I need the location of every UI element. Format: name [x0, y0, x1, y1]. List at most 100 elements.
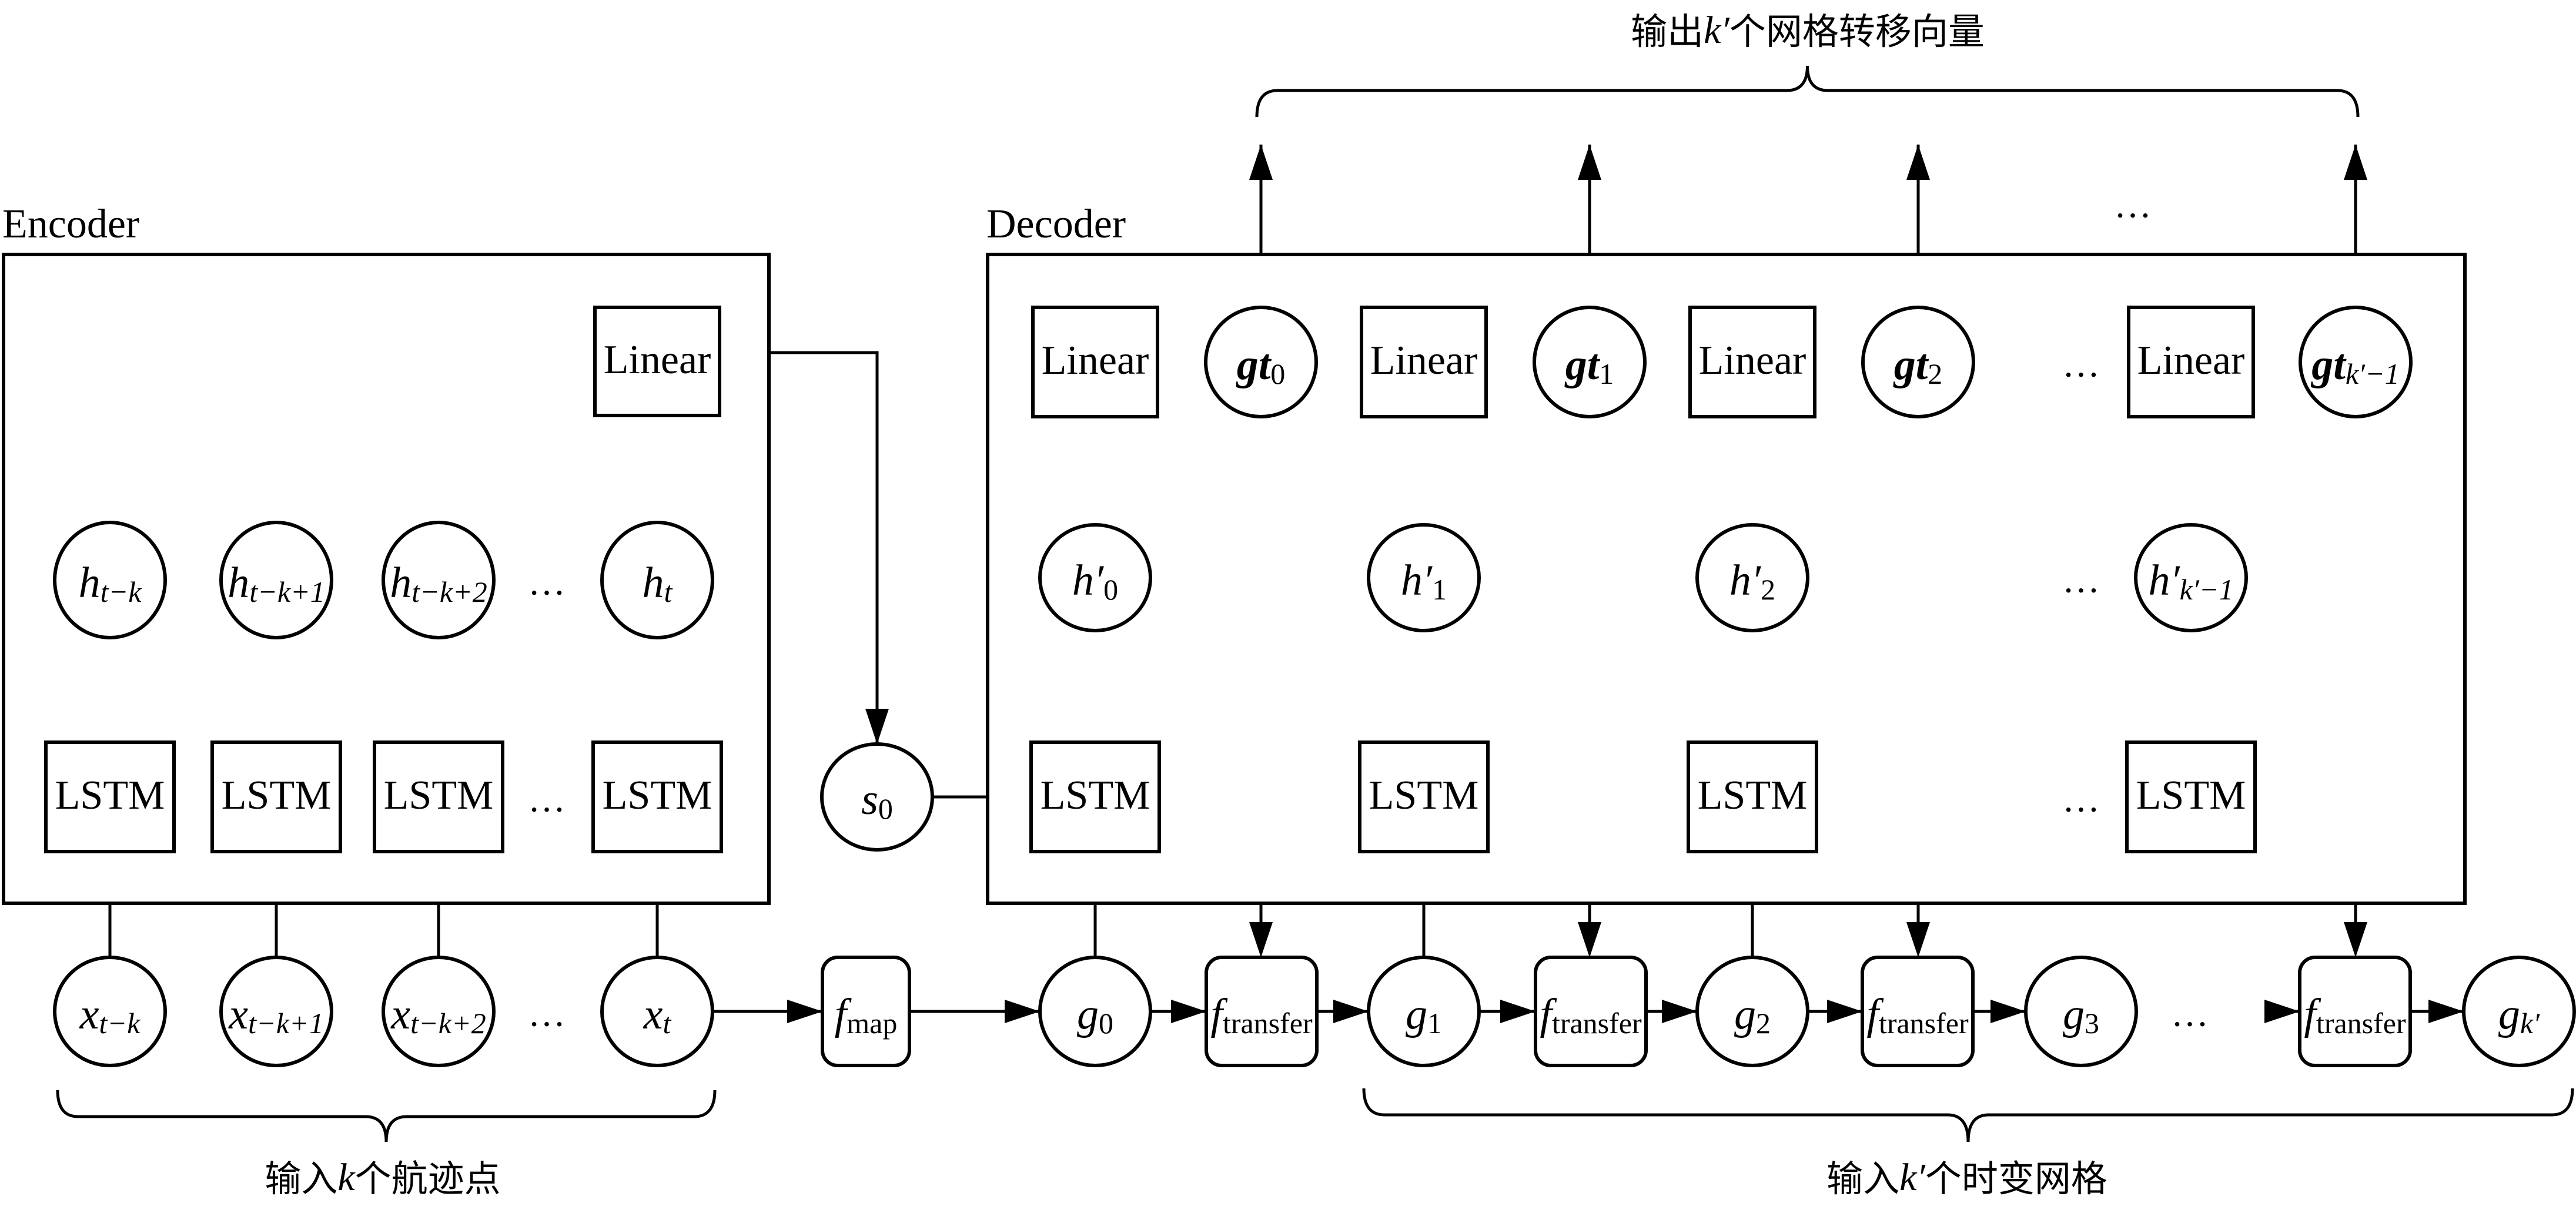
decoder-hidden-label-base: h′ — [1401, 557, 1433, 605]
encoder-hidden-label-subscript: t−k+1 — [249, 575, 325, 608]
gt-output-arrow-head-icon — [1249, 145, 1273, 180]
gt-label-subscript: k′−1 — [2346, 357, 2400, 390]
encoder-lstm-label: LSTM — [384, 773, 494, 818]
node-layer — [2, 253, 2576, 1067]
decoder-lstm-label: LSTM — [1369, 773, 1479, 818]
encoder-input-label-base: x — [228, 990, 248, 1038]
decoder-hidden-node — [1038, 523, 1152, 632]
gt-label: gt1 — [1564, 341, 1614, 390]
decoder-title: Decoder — [986, 202, 1126, 247]
grid-label: g3 — [2063, 990, 2099, 1040]
encoder-input-label-subscript: t−k — [99, 1007, 141, 1040]
decoder-hidden-node — [1367, 523, 1481, 632]
encoder-lstm-cell — [373, 740, 504, 853]
encoder-input-label: xt−k+1 — [228, 990, 323, 1040]
decoder-linear-box — [1031, 306, 1159, 418]
encoder-input-label-subscript: t — [663, 1007, 671, 1040]
grid-node — [2024, 956, 2138, 1067]
decoder-hidden-label-subscript: 1 — [1432, 573, 1447, 606]
decoder-hidden-ellipsis: … — [2062, 559, 2100, 601]
decoder-hidden-label-base: h′ — [2148, 557, 2180, 605]
encoder-lstm-cell — [591, 740, 723, 853]
encoder-hidden-label-base: h — [390, 559, 412, 607]
grid-label-base: g — [2498, 990, 2520, 1038]
fmap-to-g0-arrow-head-icon — [1005, 1000, 1040, 1023]
decoder-linear-box — [2127, 306, 2255, 418]
input-points-caption-suffix: 个航迹点 — [355, 1157, 501, 1200]
grid-label-subscript: 3 — [2085, 1007, 2099, 1040]
encoder-hidden-label-base: h — [228, 559, 249, 607]
gt-label-subscript: 1 — [1599, 357, 1614, 390]
last-transfer-to-gk-arrow-head-icon — [2428, 1000, 2464, 1023]
decoder-linear-label: Linear — [1042, 338, 1149, 383]
input-grids-caption-variable: k′ — [1899, 1156, 1926, 1199]
grid-label-subscript: k′ — [2520, 1007, 2540, 1040]
gt-label-subscript: 0 — [1270, 357, 1285, 390]
gt-to-transfer-head-icon — [2344, 922, 2367, 957]
encoder-input-label-base: x — [79, 990, 99, 1038]
gt-to-transfer-head-icon — [1906, 922, 1930, 957]
transfer-to-grid-arrow-head-icon — [1333, 1000, 1369, 1023]
input-points-caption: 输入k个航迹点 — [265, 1156, 500, 1200]
ftransfer-label-subscript: transfer — [1223, 1007, 1313, 1040]
fmap-label: fmap — [835, 990, 898, 1040]
encoder-input-node — [219, 956, 333, 1067]
encoder-input-label: xt — [643, 990, 672, 1040]
output-vectors-caption: 输出k′个网格转移向量 — [1631, 9, 1985, 53]
decoder-linear-label: Linear — [1370, 338, 1478, 383]
output-ellipsis: … — [2114, 184, 2152, 226]
gt-label: gt2 — [1893, 341, 1943, 390]
encoder-hidden-label: ht−k+1 — [228, 559, 325, 608]
encoder-hidden-label-subscript: t — [664, 575, 673, 608]
gt-node — [1204, 306, 1318, 418]
input-grids-caption-prefix: 输入 — [1826, 1157, 1899, 1200]
encoder-hidden-node — [382, 521, 496, 639]
output-vectors-caption-suffix: 个网格转移向量 — [1729, 10, 1985, 53]
linear-to-s0-line — [720, 351, 879, 588]
grid-label-base: g — [1734, 990, 1756, 1038]
decoder-linear-box — [1688, 306, 1816, 418]
encoder-hidden-node — [219, 521, 333, 639]
decoder-lstm-label: LSTM — [1698, 773, 1808, 818]
encoder-hidden-label: ht — [643, 559, 673, 608]
grid-label: gk′ — [2498, 990, 2540, 1040]
decoder-lstm-label: LSTM — [2136, 773, 2246, 818]
gt-label: gtk′−1 — [2310, 341, 2399, 390]
decoder-linear-label: Linear — [1699, 338, 1806, 383]
decoder-hidden-label: h′2 — [1729, 557, 1775, 606]
fmap-label-subscript: map — [847, 1007, 897, 1040]
gt-output-arrow-head-icon — [1906, 145, 1930, 180]
encoder-input-label: xt−k — [79, 990, 140, 1040]
encoder-hidden-node — [600, 521, 714, 639]
gt-label: gt0 — [1236, 341, 1286, 390]
input-grids-caption-suffix: 个时变网格 — [1925, 1157, 2107, 1200]
decoder-hidden-label: h′1 — [1401, 557, 1447, 606]
ftransfer-box — [1205, 956, 1319, 1067]
grid-node — [1367, 956, 1481, 1067]
encoder-input-ellipsis: … — [528, 993, 566, 1034]
gt-node — [1861, 306, 1975, 418]
decoder-lstm-ellipsis: … — [2062, 778, 2100, 820]
transfer-to-grid-arrow-head-icon — [1990, 1000, 2026, 1023]
ftransfer-box — [1861, 956, 1975, 1067]
grid-label: g2 — [1734, 990, 1771, 1040]
xt-to-fmap-arrow-head-icon — [787, 1000, 822, 1023]
s0-node — [820, 742, 934, 852]
grid-to-transfer-arrow-head-icon — [1171, 1000, 1206, 1023]
ftransfer-box — [1534, 956, 1648, 1067]
decoder-linear-label: Linear — [2137, 338, 2245, 383]
ftransfer-label: ftransfer — [1210, 990, 1313, 1040]
encoder-input-label-base: x — [390, 990, 410, 1038]
s0-label-subscript: 0 — [878, 792, 893, 825]
grid-node — [1695, 956, 1809, 1067]
grid-label-base: g — [1077, 990, 1099, 1038]
output-vectors-brace — [1255, 65, 2360, 118]
chain-to-last-transfer-arrow-head-icon — [2264, 1000, 2300, 1023]
grid-node — [1038, 956, 1152, 1067]
ftransfer-box — [2298, 956, 2412, 1067]
gt-label-subscript: 2 — [1928, 357, 1942, 390]
encoder-input-node — [600, 956, 714, 1067]
grid-label: g1 — [1406, 990, 1442, 1040]
decoder-lstm-cell — [1358, 740, 1490, 853]
encoder-linear-box — [593, 306, 721, 417]
